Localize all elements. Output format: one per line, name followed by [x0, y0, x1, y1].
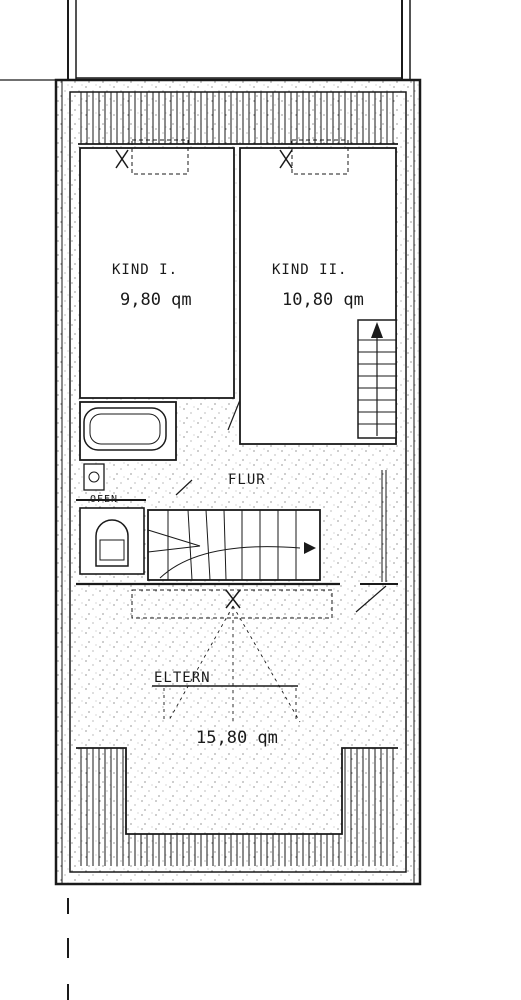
kind-2-area: 10,80 qm: [282, 290, 364, 310]
bathroom: [79, 401, 193, 496]
kind-1-name: KIND I.: [112, 262, 179, 278]
room-eltern: [131, 589, 333, 723]
oven-label: OFEN: [90, 494, 119, 505]
attic-ladder: [357, 319, 397, 439]
eltern-area: 15,80 qm: [196, 728, 278, 748]
exterior-marks: [56, 883, 420, 1000]
flur-name: FLUR: [228, 472, 266, 488]
room-kind-1: [79, 139, 235, 399]
eltern-name: ELTERN: [154, 670, 211, 686]
kind-1-area: 9,80 qm: [120, 290, 192, 310]
partitions: [76, 470, 398, 613]
roof-slope-top: [78, 92, 398, 145]
oven: [79, 507, 145, 575]
top-strip: [0, 0, 411, 81]
kind-2-name: KIND II.: [272, 262, 348, 278]
main-staircase: [147, 509, 321, 581]
roof-slope-bottom: [76, 747, 398, 866]
